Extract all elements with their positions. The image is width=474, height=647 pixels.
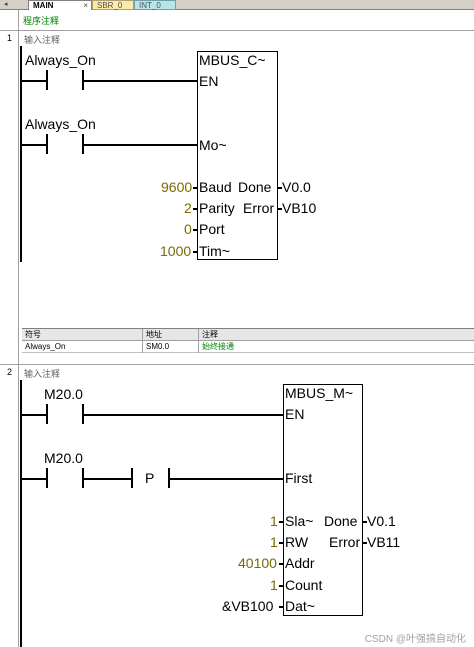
- wire: [83, 80, 198, 82]
- network-separator: [0, 30, 474, 31]
- watermark: CSDN @叶强搞自动化: [364, 634, 466, 645]
- pin-done: Done: [238, 179, 272, 195]
- pin-count: Count: [285, 577, 323, 593]
- wire: [22, 478, 46, 480]
- pin-timeout: Tim~: [199, 243, 230, 259]
- close-icon[interactable]: ×: [83, 1, 88, 10]
- contact-left-bar[interactable]: [46, 134, 48, 154]
- header-comment: 注释: [198, 329, 218, 341]
- program-comment[interactable]: 程序注释: [23, 16, 60, 26]
- wire: [279, 542, 284, 544]
- p-contact-right-bar[interactable]: [168, 468, 170, 488]
- table-row[interactable]: Always_On SM0.0 始终接通: [22, 341, 474, 353]
- p-contact-left-bar[interactable]: [131, 468, 133, 488]
- network-1-comment[interactable]: 输入注释: [24, 35, 61, 45]
- wire: [279, 585, 284, 587]
- tab-scroll-icon[interactable]: ◂: [4, 1, 8, 8]
- done-output[interactable]: V0.0: [282, 179, 311, 195]
- rw-value[interactable]: 1: [270, 534, 278, 550]
- pin-error: Error: [329, 534, 361, 550]
- contact-right-bar[interactable]: [82, 134, 84, 154]
- wire: [169, 478, 284, 480]
- contact-label: Always_On: [25, 52, 96, 68]
- comment-cell: 始终接通: [198, 341, 234, 353]
- pin-mode: Mo~: [199, 137, 227, 153]
- symbol-table: 符号 地址 注释 Always_On SM0.0 始终接通: [22, 328, 474, 353]
- tab-bar: ◂ MAIN × SBR_0 INT_0: [0, 0, 474, 10]
- error-output[interactable]: VB10: [282, 200, 317, 216]
- symbol-cell: Always_On: [25, 342, 66, 351]
- wire: [22, 414, 46, 416]
- pin-parity: Parity: [199, 200, 235, 216]
- wire: [193, 251, 198, 253]
- network-2-comment[interactable]: 输入注释: [24, 369, 61, 379]
- wire: [83, 144, 198, 146]
- tab-int0[interactable]: INT_0: [134, 0, 176, 10]
- wire: [279, 606, 284, 608]
- power-rail: [20, 380, 22, 647]
- block-title: MBUS_M~: [285, 385, 354, 401]
- wire: [363, 542, 367, 544]
- symbol-table-header: 符号 地址 注释: [22, 329, 474, 341]
- wire: [83, 478, 131, 480]
- wire: [279, 521, 284, 523]
- pin-en: EN: [199, 73, 219, 89]
- header-symbol: 符号: [25, 330, 41, 339]
- wire: [193, 208, 198, 210]
- timeout-value[interactable]: 1000: [160, 243, 192, 259]
- network-2-number[interactable]: 2: [7, 367, 13, 377]
- error-output[interactable]: VB11: [367, 534, 401, 550]
- parity-value[interactable]: 2: [184, 200, 192, 216]
- wire: [193, 229, 198, 231]
- pin-slave: Sla~: [285, 513, 314, 529]
- pin-en: EN: [285, 406, 305, 422]
- p-contact-label: P: [145, 470, 155, 486]
- header-address: 地址: [142, 329, 162, 341]
- gutter-divider: [18, 10, 19, 647]
- contact-right-bar[interactable]: [82, 468, 84, 488]
- addr-value[interactable]: 40100: [238, 555, 277, 571]
- wire: [193, 187, 198, 189]
- contact-left-bar[interactable]: [46, 468, 48, 488]
- pin-error: Error: [243, 200, 275, 216]
- baud-value[interactable]: 9600: [161, 179, 193, 195]
- contact-left-bar[interactable]: [46, 404, 48, 424]
- wire: [278, 208, 282, 210]
- contact-label: Always_On: [25, 116, 96, 132]
- contact-right-bar[interactable]: [82, 404, 84, 424]
- contact-right-bar[interactable]: [82, 70, 84, 90]
- data-value[interactable]: &VB100: [222, 598, 274, 614]
- wire: [22, 80, 46, 82]
- done-output[interactable]: V0.1: [367, 513, 396, 529]
- network-1-number[interactable]: 1: [7, 33, 13, 43]
- pin-rw: RW: [285, 534, 309, 550]
- wire: [22, 144, 46, 146]
- slave-value[interactable]: 1: [270, 513, 278, 529]
- pin-port: Port: [199, 221, 225, 237]
- pin-baud: Baud: [199, 179, 232, 195]
- wire: [279, 563, 284, 565]
- pin-addr: Addr: [285, 555, 315, 571]
- wire: [363, 521, 367, 523]
- mbus-msg-block[interactable]: [283, 384, 363, 616]
- pin-done: Done: [324, 513, 358, 529]
- address-cell: SM0.0: [142, 341, 169, 353]
- network-separator: [0, 364, 474, 365]
- contact-left-bar[interactable]: [46, 70, 48, 90]
- wire: [278, 187, 282, 189]
- left-gutter: [0, 10, 19, 647]
- port-value[interactable]: 0: [184, 221, 192, 237]
- block-title: MBUS_C~: [199, 52, 266, 68]
- contact-label: M20.0: [44, 386, 83, 402]
- tab-main[interactable]: MAIN ×: [28, 0, 92, 10]
- power-rail: [20, 46, 22, 262]
- wire: [83, 414, 284, 416]
- count-value[interactable]: 1: [270, 577, 278, 593]
- contact-label: M20.0: [44, 450, 83, 466]
- tab-main-label: MAIN: [33, 1, 54, 10]
- pin-data: Dat~: [285, 598, 315, 614]
- tab-sbr0[interactable]: SBR_0: [92, 0, 134, 10]
- mbus-ctrl-block[interactable]: [197, 51, 278, 260]
- pin-first: First: [285, 470, 313, 486]
